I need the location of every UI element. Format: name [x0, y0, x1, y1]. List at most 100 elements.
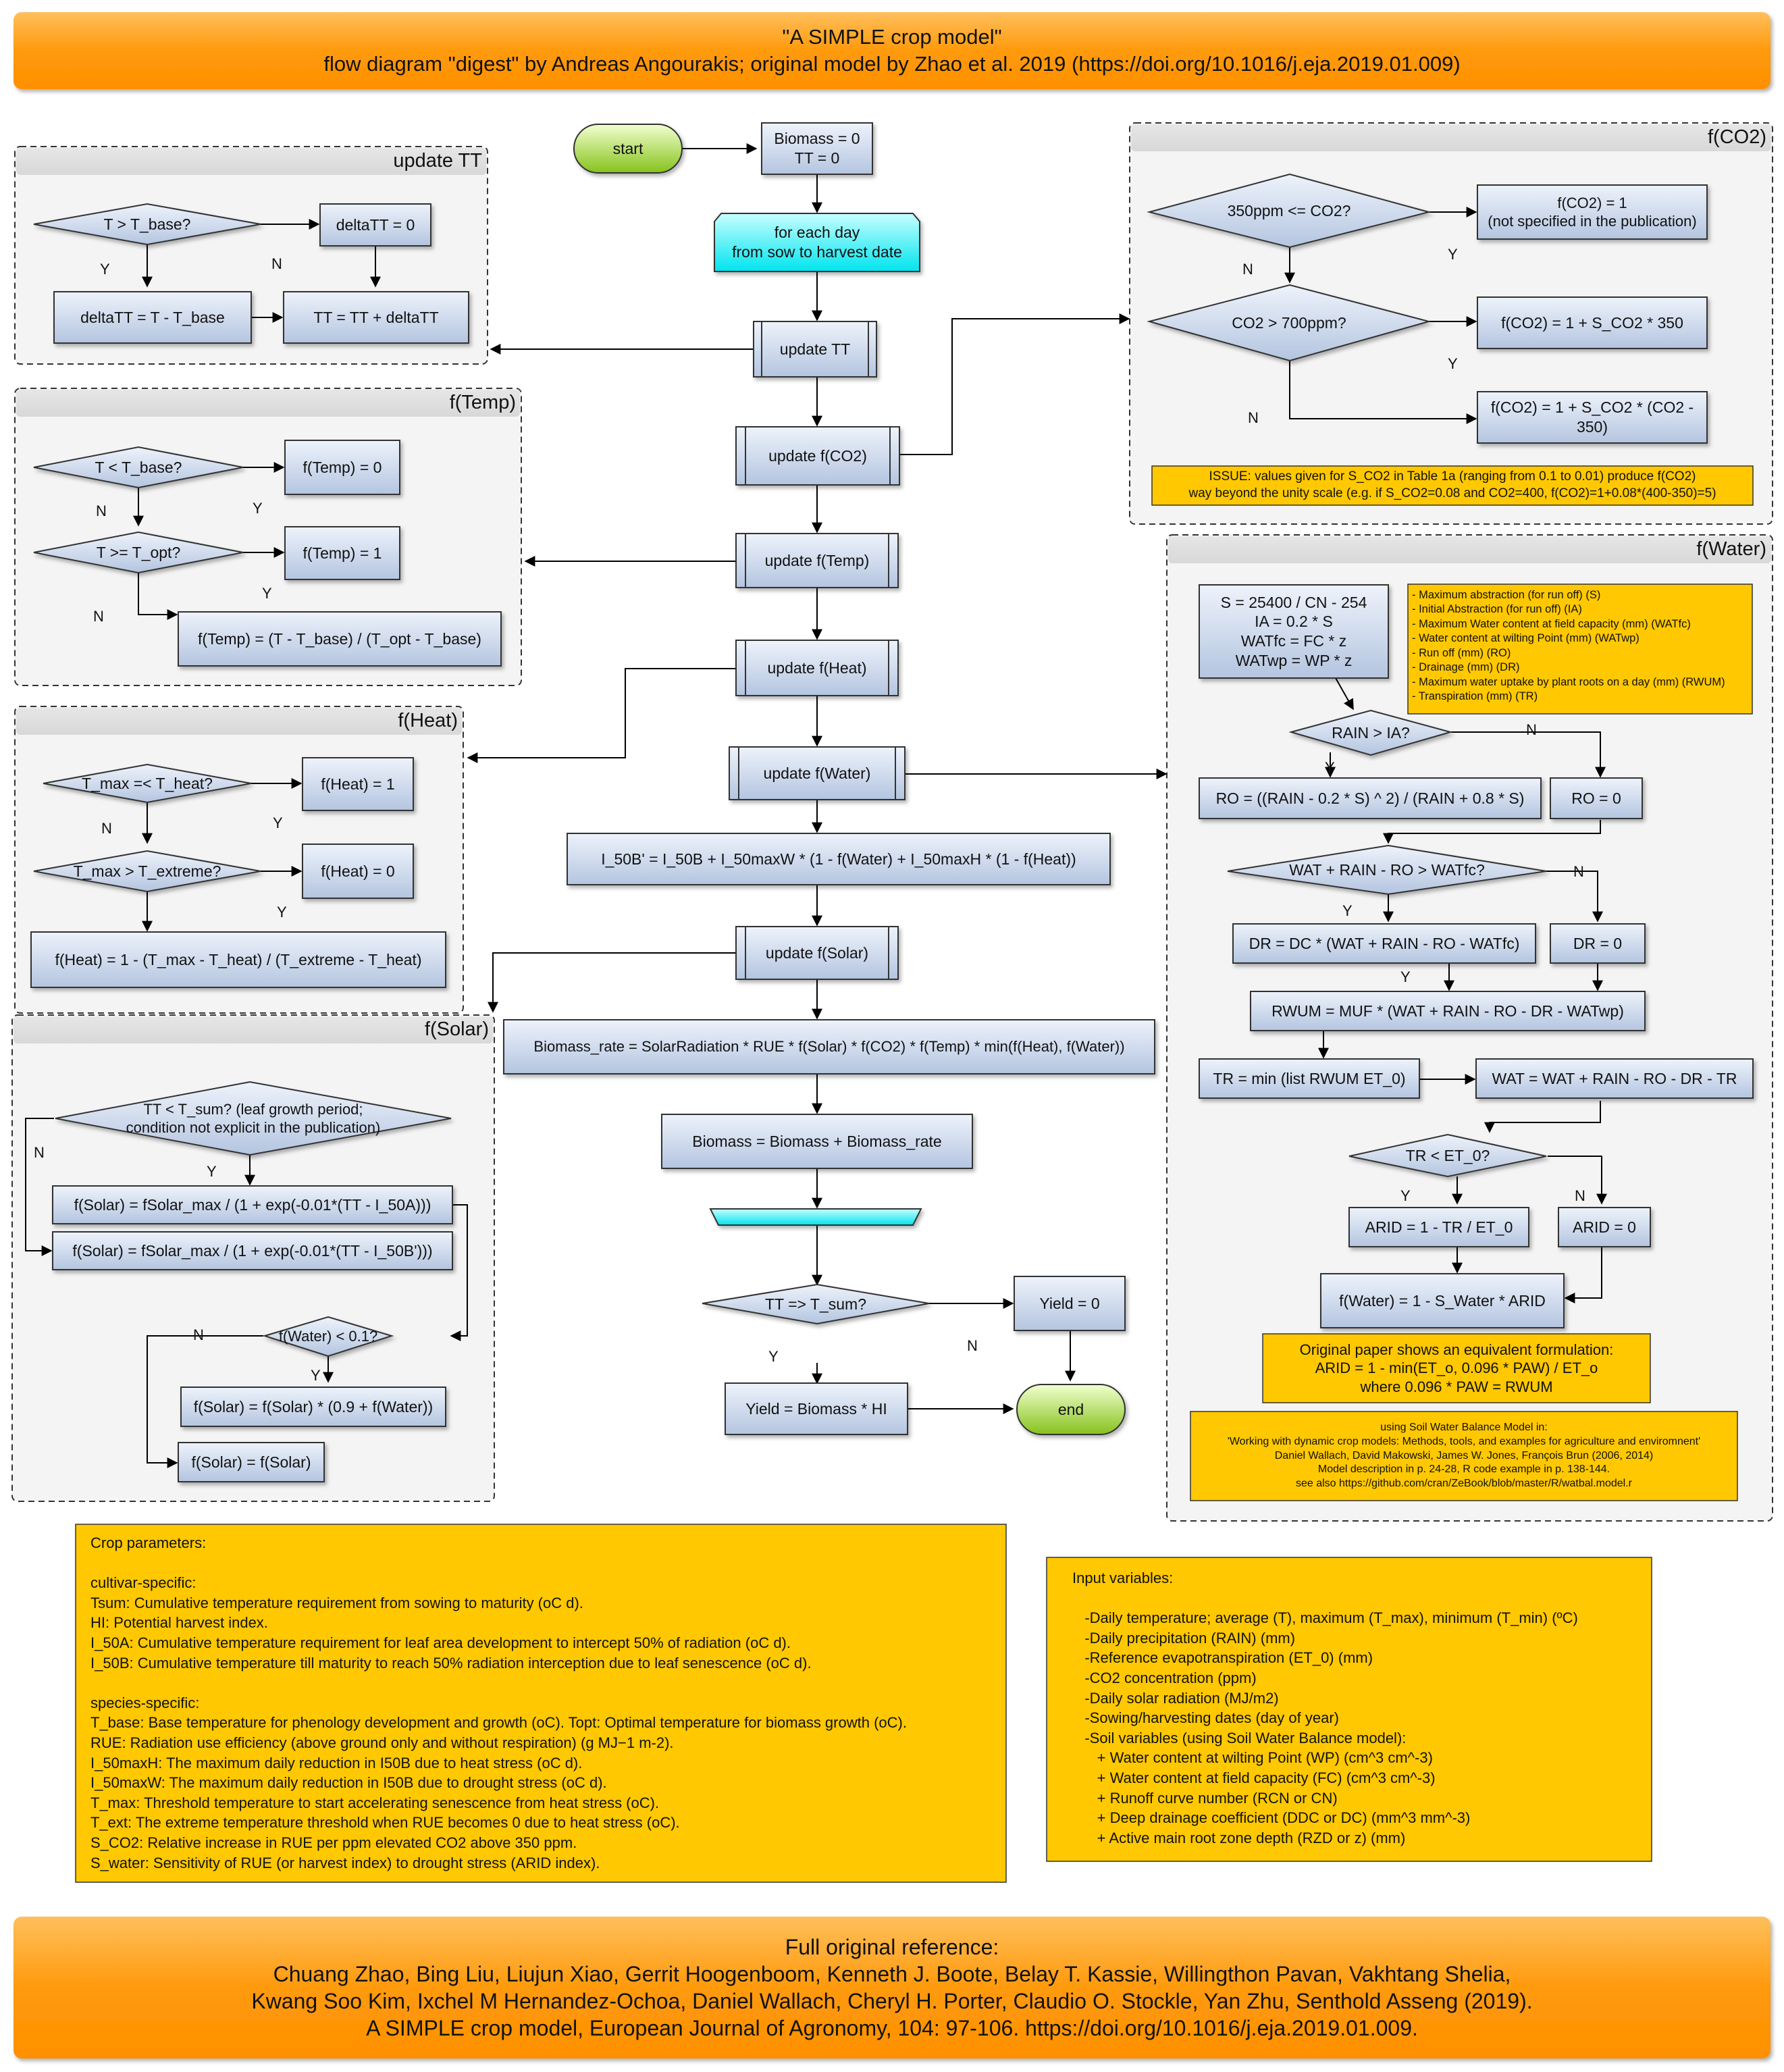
- header-subtitle: flow diagram "digest" by Andreas Angoura…: [323, 52, 1461, 76]
- water-y4: Y: [1400, 1187, 1411, 1204]
- heat-r2: f(Heat) = 0: [321, 862, 395, 880]
- solar-r4-box: [178, 1442, 325, 1482]
- panel-fheat-head: [16, 708, 462, 735]
- panel-fco2-title: f(CO2): [1708, 126, 1766, 148]
- co2-n2: N: [1248, 409, 1259, 426]
- footer-heading: Full original reference:: [785, 1935, 999, 1959]
- tt-zero-box: [319, 203, 431, 247]
- main-decision: [702, 1283, 930, 1325]
- water-legend-note-bg: [1407, 584, 1753, 715]
- solar-r3: f(Solar) = f(Solar) * (0.9 + f(Water)): [193, 1397, 434, 1416]
- biomass-rate-box: [503, 1019, 1155, 1074]
- co2-q1: 350ppm <= CO2?: [1227, 201, 1351, 219]
- yield-box: [725, 1382, 908, 1435]
- water-fw-box: [1320, 1273, 1565, 1328]
- tt-n: N: [271, 255, 282, 272]
- footer-line-1: Chuang Zhao, Bing Liu, Liujun Xiao, Gerr…: [273, 1962, 1511, 1986]
- biomass-label: Biomass = Biomass + Biomass_rate: [692, 1132, 942, 1150]
- temp-r1-box: [284, 440, 400, 495]
- crop-parameters-note: Crop parameters: cultivar-specific: Tsum…: [90, 1534, 907, 1871]
- co2-decision-1: [1147, 173, 1432, 249]
- update-temp-box: [735, 533, 899, 588]
- solar-r4: f(Solar) = f(Solar): [191, 1453, 311, 1471]
- panel-fheat-title: f(Heat): [398, 710, 458, 731]
- heat-r1: f(Heat) = 1: [321, 775, 395, 793]
- start-label: start: [612, 139, 644, 157]
- water-dr: DR = DC * (WAT + RAIN - RO - WATfc): [1249, 934, 1520, 952]
- header-title: "A SIMPLE crop model": [782, 25, 1002, 49]
- water-y3: Y: [1400, 968, 1411, 985]
- update-co2-box: [735, 426, 900, 486]
- heat-r1-box: [302, 757, 414, 811]
- tt-zero-label: deltaTT = 0: [336, 215, 415, 234]
- co2-issue-note: ISSUE: values given for S_CO2 in Table 1…: [1188, 469, 1716, 500]
- footer-banner: Full original reference: Chuang Zhao, Bi…: [14, 1917, 1770, 2058]
- tt-y: Y: [100, 261, 110, 278]
- water-arid: ARID = 1 - TR / ET_0: [1365, 1218, 1513, 1236]
- panel-fco2-head: [1131, 124, 1771, 151]
- heat-decision-1: [43, 763, 252, 804]
- temp-decision-1: [33, 446, 244, 489]
- heat-n1: N: [101, 820, 112, 837]
- panel-ftemp-head: [16, 390, 520, 417]
- solar-r3-box: [180, 1387, 446, 1427]
- water-arid0: ARID = 0: [1573, 1218, 1636, 1236]
- panel-fwater-title: f(Water): [1696, 538, 1766, 560]
- solar-q2: f(Water) < 0.1?: [278, 1328, 378, 1345]
- co2-r1: f(CO2) = 1 (not specified in the publica…: [1488, 194, 1697, 230]
- tt-sum-box: [283, 291, 469, 344]
- solar-n1: N: [34, 1144, 45, 1161]
- footer-banner-bg: [14, 1917, 1770, 2058]
- yield-zero-label: Yield = 0: [1039, 1294, 1100, 1312]
- temp-n2: N: [93, 608, 104, 625]
- crop-params-bg: [75, 1524, 1007, 1883]
- water-q1: RAIN > IA?: [1332, 723, 1410, 742]
- water-rwum-box: [1250, 991, 1646, 1031]
- main-n: N: [967, 1337, 978, 1354]
- water-ro: RO = ((RAIN - 0.2 * S) ^ 2) / (RAIN + 0.…: [1215, 789, 1525, 807]
- init-label: Biomass = 0 TT = 0: [774, 130, 860, 167]
- panel-ftemp-title: f(Temp): [449, 392, 516, 413]
- co2-n1: N: [1242, 261, 1253, 278]
- temp-r1: f(Temp) = 0: [303, 458, 382, 476]
- water-swb-note: using Soil Water Balance Model in: 'Work…: [1227, 1422, 1701, 1490]
- water-ro0-box: [1550, 777, 1643, 819]
- co2-y2: Y: [1448, 355, 1458, 372]
- water-y2: Y: [1342, 902, 1353, 919]
- input-variables-note: Input variables: -Daily temperature; ave…: [1072, 1570, 1578, 1846]
- update-water-box: [729, 746, 906, 800]
- solar-r2-box: [52, 1231, 453, 1270]
- header-banner-bg: [14, 12, 1770, 89]
- water-orig-note-bg: [1262, 1333, 1651, 1403]
- water-wat: WAT = WAT + RAIN - RO - DR - TR: [1492, 1069, 1737, 1087]
- start-terminator: [573, 124, 683, 174]
- water-legend-note: - Maximum abstraction (for run off) (S) …: [1412, 589, 1725, 703]
- water-fw: f(Water) = 1 - S_Water * ARID: [1339, 1291, 1546, 1310]
- water-swb-note-bg: [1190, 1411, 1738, 1501]
- update-water-label: update f(Water): [763, 764, 871, 782]
- co2-r2: f(CO2) = 1 + S_CO2 * 350: [1501, 313, 1683, 332]
- water-orig-note: Original paper shows an equivalent formu…: [1299, 1341, 1614, 1395]
- update-tt-box: [753, 321, 877, 378]
- update-heat-label: update f(Heat): [767, 658, 867, 677]
- solar-n2: N: [193, 1326, 204, 1343]
- biomass-box: [661, 1114, 973, 1169]
- solar-q1: TT < T_sum? (leaf growth period; conditi…: [126, 1100, 381, 1137]
- heat-q2: T_max > T_extreme?: [73, 862, 221, 880]
- panel-fsolar-title: f(Solar): [424, 1018, 489, 1040]
- water-decision-3: [1348, 1133, 1547, 1178]
- end-terminator: [1016, 1384, 1126, 1435]
- water-decision-1: [1288, 709, 1453, 756]
- update-solar-label: update f(Solar): [765, 943, 869, 962]
- water-init-box: [1199, 584, 1389, 679]
- footer-line-2: Kwang Soo Kim, Ixchel M Hernandez-Ochoa,…: [251, 1989, 1533, 2013]
- update-co2-label: update f(CO2): [768, 446, 867, 465]
- update-temp-label: update f(Temp): [764, 551, 870, 569]
- biomass-rate-label: Biomass_rate = SolarRadiation * RUE * f(…: [533, 1038, 1125, 1056]
- water-dr0-box: [1550, 923, 1646, 964]
- heat-decision-2: [33, 850, 261, 893]
- tt-sum-label: TT = TT + deltaTT: [313, 308, 439, 326]
- temp-r3-box: [178, 611, 502, 667]
- panel-fsolar-head: [14, 1016, 493, 1043]
